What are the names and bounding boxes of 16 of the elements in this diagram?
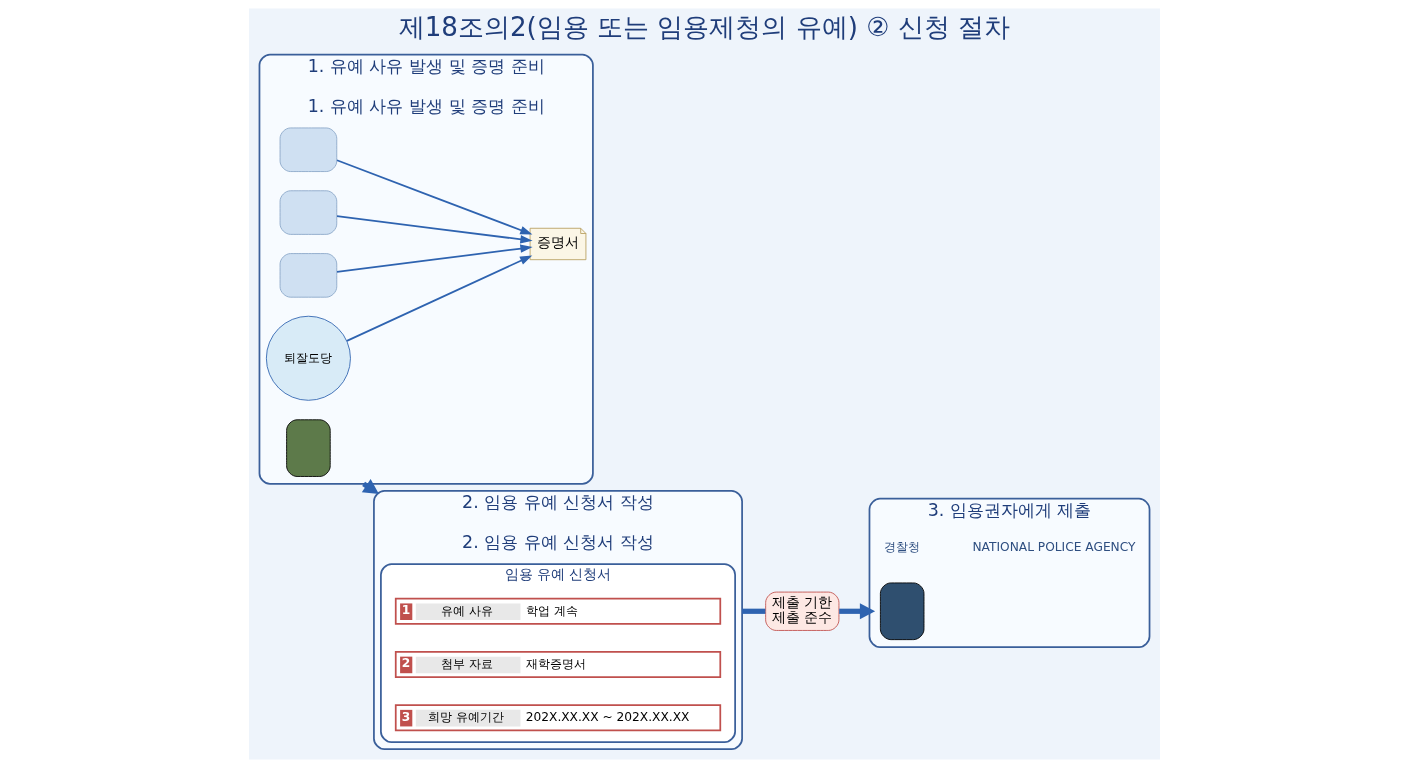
- arrow: [335, 159, 532, 235]
- node-box: [279, 190, 337, 235]
- arrow: [345, 255, 532, 342]
- connector: [741, 608, 765, 614]
- node-box: [279, 253, 337, 298]
- label: 경찰청: [883, 539, 920, 554]
- node-person: [285, 419, 331, 477]
- node-box: 제출 기한 제출 준수: [764, 591, 839, 631]
- node-person: [879, 582, 924, 641]
- diagram-title: 제18조의2(임용 또는 임용제청의 유예) ② 신청 절차: [398, 12, 1010, 43]
- label: NATIONAL POLICE AGENCY: [971, 539, 1136, 554]
- node-box: [279, 127, 337, 172]
- arrow: [335, 244, 533, 273]
- arrow: [838, 603, 875, 620]
- arrow: [335, 215, 533, 244]
- node-circle: 퇴잘도당: [265, 315, 351, 401]
